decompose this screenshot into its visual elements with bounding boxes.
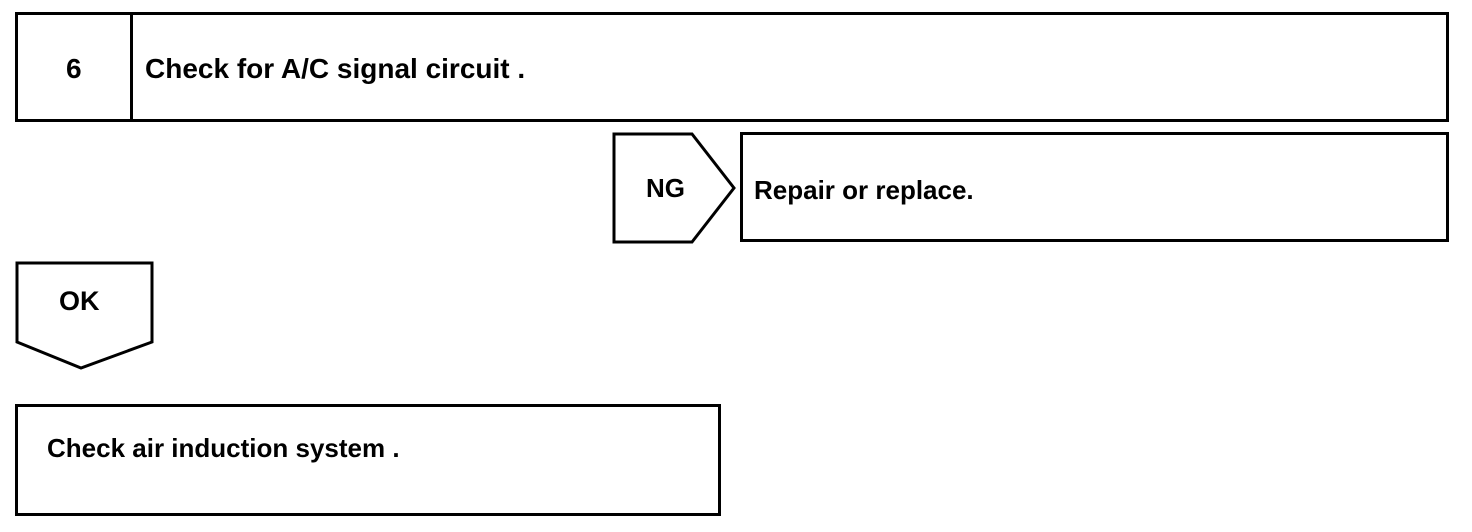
next-step-text: Check air induction system . — [47, 433, 400, 463]
ng-label: NG — [646, 173, 685, 203]
next-step-box: Check air induction system . — [15, 404, 721, 516]
step-divider — [130, 15, 133, 119]
step-title: Check for A/C signal circuit . — [145, 53, 526, 84]
ng-result-box: Repair or replace. — [740, 132, 1449, 242]
step-number: 6 — [66, 53, 82, 84]
step-box: 6 Check for A/C signal circuit . — [15, 12, 1449, 122]
ng-result-text: Repair or replace. — [754, 175, 974, 205]
ok-label: OK — [59, 286, 100, 316]
